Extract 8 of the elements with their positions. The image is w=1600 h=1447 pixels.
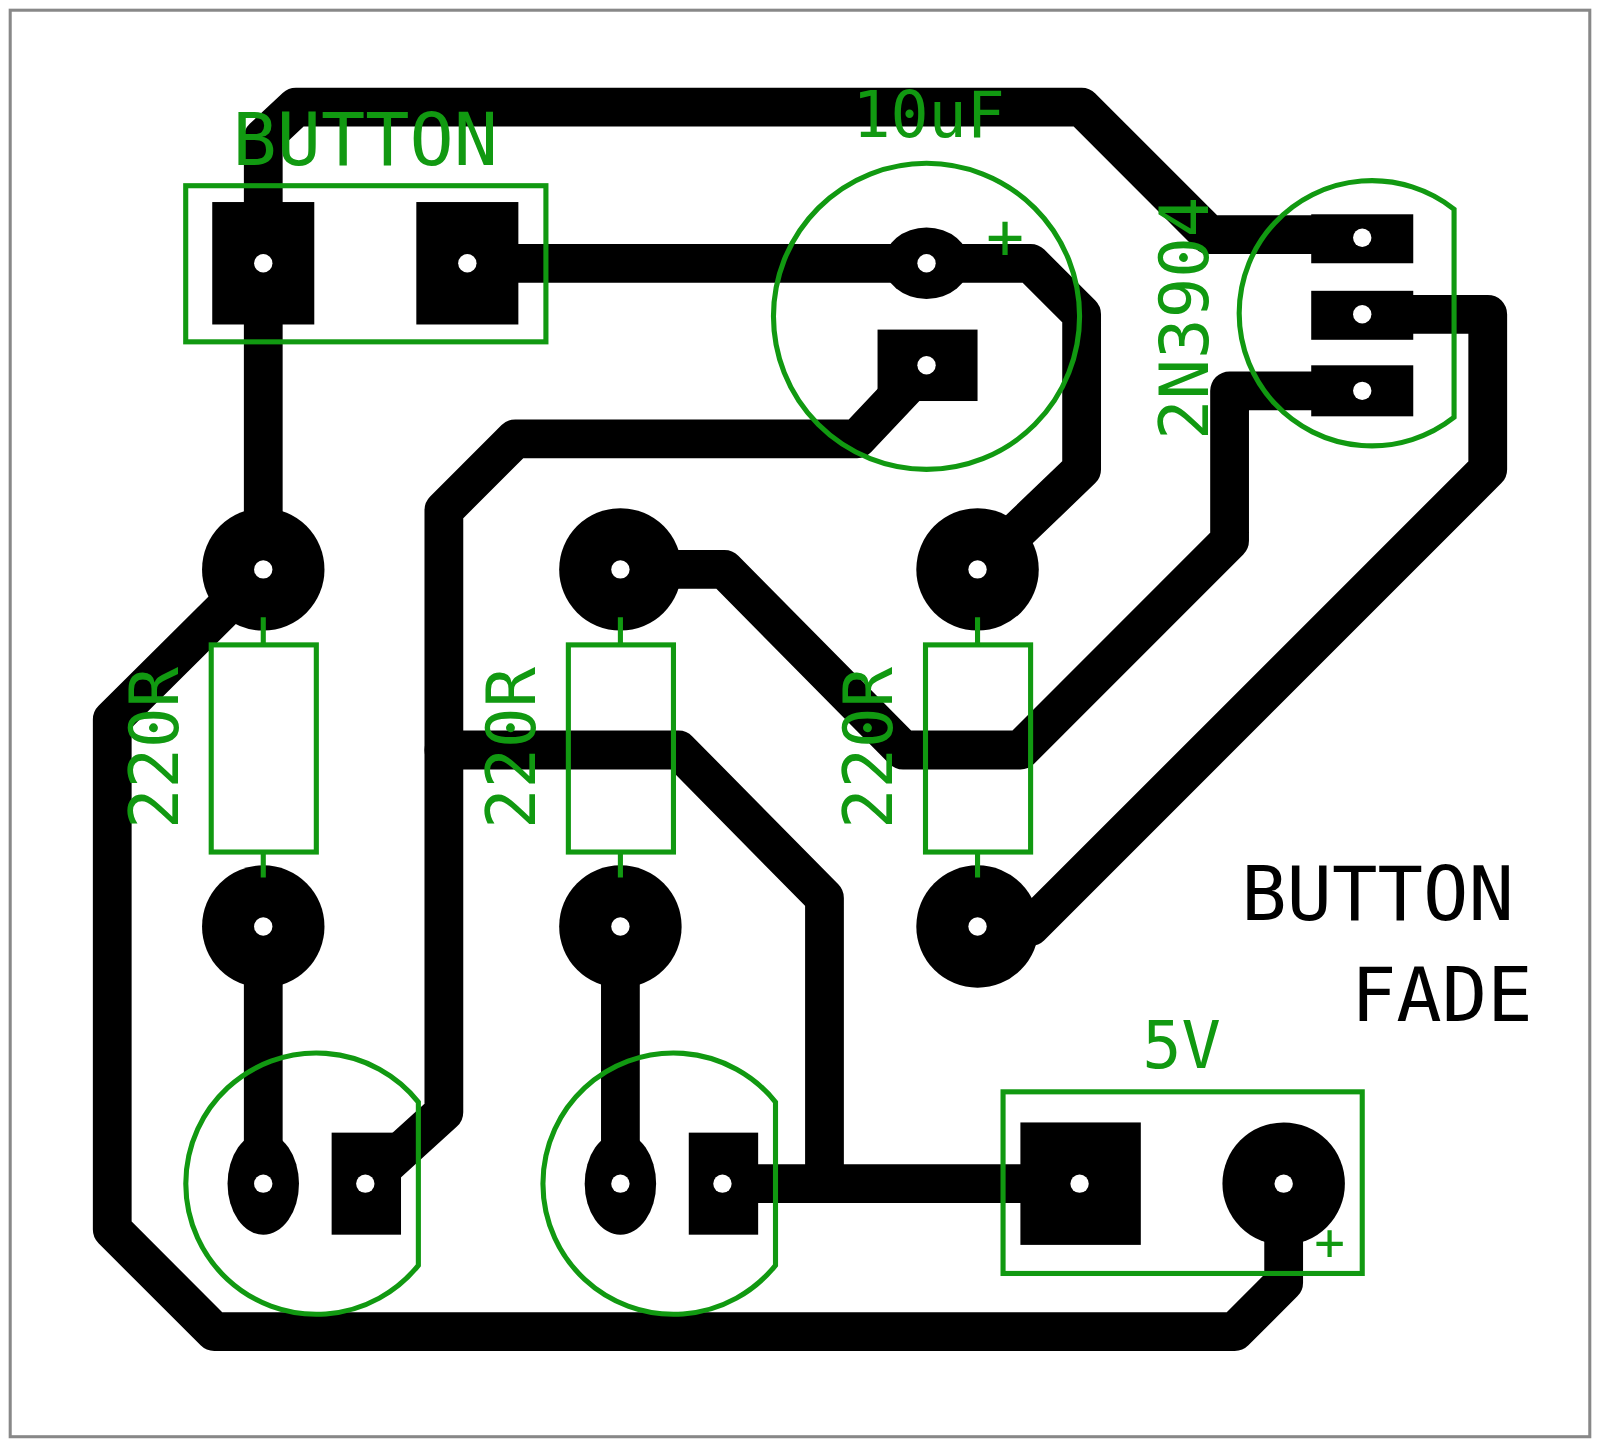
- component-label: 5V: [1142, 1013, 1221, 1079]
- component-label: 220R: [478, 666, 546, 830]
- component-label: 220R: [835, 666, 904, 830]
- polarity-mark: +: [1314, 1217, 1345, 1269]
- component-label: 2N3904: [1152, 196, 1220, 440]
- mirrored-text: FADE: [1350, 957, 1533, 1033]
- mirrored-text: BUTTON: [1241, 856, 1514, 932]
- component-label: 220R: [121, 666, 189, 830]
